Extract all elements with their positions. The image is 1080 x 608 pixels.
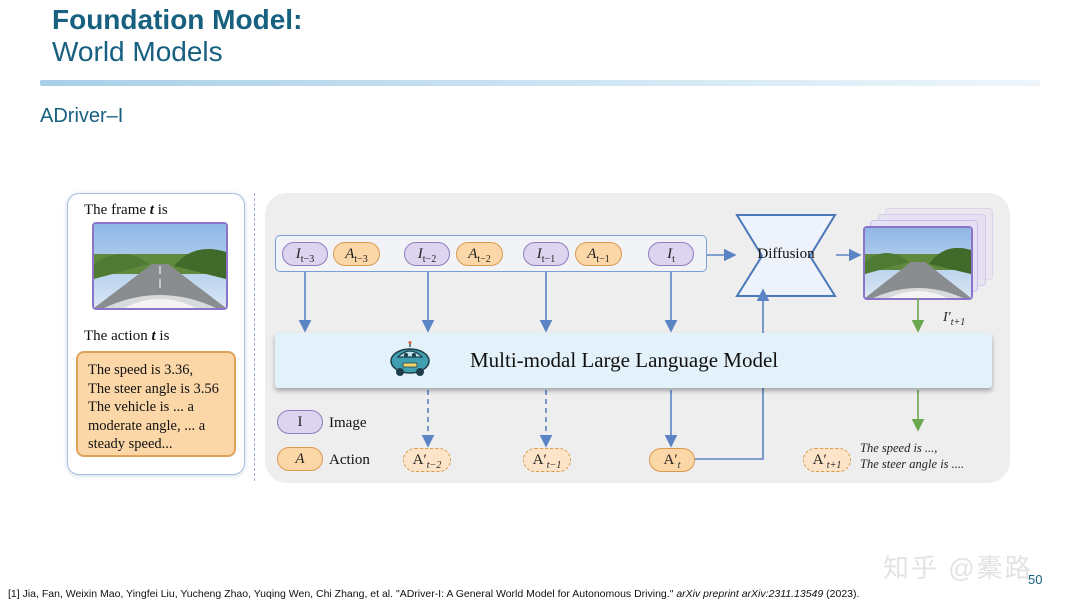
- watermark: 知乎 @橐路: [883, 553, 1033, 583]
- panel-separator: [254, 193, 255, 481]
- action-line: moderate angle, ... a: [88, 417, 206, 434]
- mllm-label: Multi-modal Large Language Model: [470, 348, 779, 372]
- legend-action-symbol: A: [277, 447, 323, 471]
- title-divider: [40, 80, 1040, 86]
- output-action-token: A′t−1: [523, 448, 571, 472]
- input-example-panel: The frame t is The action t is The speed…: [67, 193, 245, 475]
- diffusion-label: Diffusion: [757, 246, 815, 262]
- legend-image-symbol: I: [277, 410, 323, 434]
- token-image: It−3: [282, 242, 328, 266]
- citation: [1] Jia, Fan, Weixin Mao, Yingfei Liu, Y…: [8, 588, 860, 600]
- section-subtitle: ADriver–I: [40, 105, 124, 127]
- mllm-block: Multi-modal Large Language Model: [275, 333, 992, 388]
- output-text-line: The steer angle is ....: [860, 457, 965, 471]
- legend-image-label: Image: [329, 415, 367, 431]
- page-number: 50: [1028, 572, 1043, 587]
- frame-label: The frame t is: [84, 202, 168, 218]
- slide-title-line2: World Models: [52, 36, 223, 67]
- output-text-line: The speed is ...,: [860, 441, 938, 455]
- token-image: It−1: [523, 242, 569, 266]
- slide-title: Foundation Model: World Models: [52, 4, 302, 68]
- slide-title-line1: Foundation Model:: [52, 4, 303, 35]
- legend-action-label: Action: [329, 452, 370, 468]
- action-line: steady speed...: [88, 436, 173, 452]
- generated-frame-label: I′t+1: [943, 310, 966, 328]
- token-action: At−2: [456, 242, 503, 266]
- action-line: The steer angle is 3.56: [88, 380, 219, 397]
- action-line: The vehicle is ... a: [88, 399, 194, 415]
- output-text: The speed is ..., The steer angle is ...…: [860, 440, 964, 472]
- action-description-box: The speed is 3.36, The steer angle is 3.…: [76, 351, 236, 457]
- robot-car-icon: [390, 341, 430, 376]
- output-action-token: A′t+1: [803, 448, 851, 472]
- generated-frame: [863, 226, 973, 300]
- frame-thumbnail: [92, 222, 228, 310]
- token-image: It−2: [404, 242, 450, 266]
- token-image: It: [648, 242, 694, 266]
- action-line: The speed is 3.36,: [88, 362, 194, 378]
- output-action-token: A′t−2: [403, 448, 451, 472]
- diffusion-block: [735, 214, 837, 297]
- token-action: At−3: [333, 242, 380, 266]
- output-action-token: A′t: [649, 448, 695, 472]
- token-action: At−1: [575, 242, 622, 266]
- action-label: The action t is: [84, 328, 170, 344]
